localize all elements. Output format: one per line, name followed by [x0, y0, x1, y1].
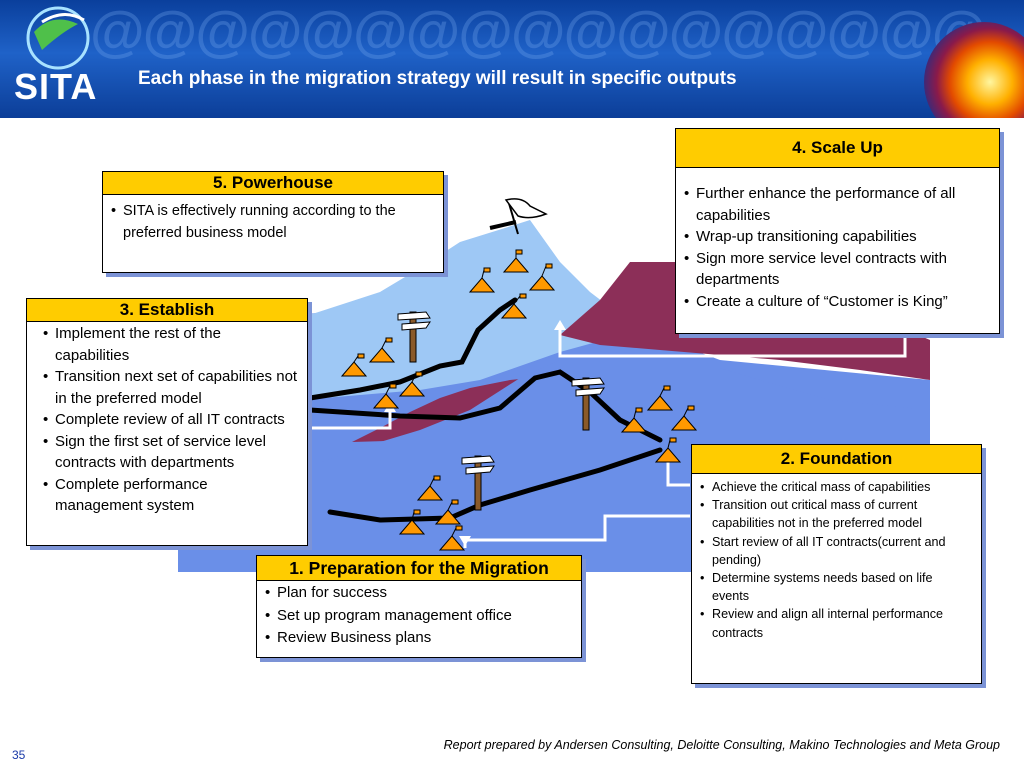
tent-icon [646, 385, 674, 411]
slide-header: @@@@@@@@@@@@@@@@@ SITA Each phase in the… [0, 0, 1024, 118]
phase-title: 5. Powerhouse [103, 172, 443, 195]
phase-box-scale-up: 4. Scale Up Further enhance the performa… [675, 128, 1000, 334]
phase-box-powerhouse: 5. Powerhouse SITA is effectively runnin… [102, 171, 444, 273]
summit-flag-icon [504, 198, 548, 235]
tent-icon [368, 337, 396, 363]
bullet-item: Plan for success [265, 582, 573, 605]
tent-icon [416, 475, 444, 501]
bullet-item: Complete review of all IT contracts [43, 409, 299, 431]
bullet-item: Sign more service level contracts with d… [684, 248, 991, 291]
bullet-item: Review and align all internal performanc… [700, 605, 973, 641]
tent-icon [340, 353, 368, 377]
bullet-item: Start review of all IT contracts(current… [700, 533, 973, 569]
tent-icon [620, 407, 648, 433]
bullet-item: Transition out critical mass of current … [700, 496, 973, 532]
bullet-item: Create a culture of “Customer is King” [684, 291, 991, 313]
report-credit: Report prepared by Andersen Consulting, … [443, 738, 1000, 752]
trail-4 [489, 220, 517, 230]
bullet-item: Determine systems needs based on life ev… [700, 569, 973, 605]
bullet-item: Review Business plans [265, 627, 573, 650]
bullet-item: Implement the rest of the capabilities [43, 323, 299, 366]
trail-2 [307, 369, 663, 443]
tent-icon [500, 293, 528, 319]
signpost-icon [461, 455, 495, 511]
tent-icon [670, 405, 698, 431]
tent-icon [438, 525, 466, 551]
tent-icon [502, 249, 530, 273]
tent-icon [528, 263, 556, 291]
bullet-item: Achieve the critical mass of capabilitie… [700, 478, 973, 496]
tent-icon [372, 383, 400, 409]
phase-title: 4. Scale Up [676, 129, 999, 168]
phase-box-establish: 3. Establish Implement the rest of the c… [26, 298, 308, 546]
bullet-item: Transition next set of capabilities not … [43, 366, 299, 409]
signpost-icon [571, 377, 605, 431]
phase-title: 2. Foundation [692, 445, 981, 474]
ridge-left [352, 378, 530, 442]
phase-title: 3. Establish [27, 299, 307, 322]
page-number: 35 [12, 748, 26, 762]
tents [340, 249, 698, 551]
bullet-item: Set up program management office [265, 605, 573, 628]
phase-bullets: Further enhance the performance of all c… [676, 168, 999, 316]
phase-bullets: Achieve the critical mass of capabilitie… [692, 474, 981, 646]
tent-icon [468, 267, 496, 293]
phase-bullets: SITA is effectively running according to… [103, 195, 443, 248]
logo-globe-icon [26, 6, 90, 70]
tent-icon [654, 437, 682, 463]
phase-bullets: Implement the rest of the capabilities T… [27, 322, 307, 521]
tent-icon [398, 509, 426, 535]
bullet-item: Further enhance the performance of all c… [684, 183, 991, 226]
trail-3 [307, 297, 518, 401]
phase-bullets: Plan for success Set up program manageme… [257, 581, 581, 654]
bullet-item: SITA is effectively running according to… [111, 201, 435, 244]
phase-box-foundation: 2. Foundation Achieve the critical mass … [691, 444, 982, 684]
bullet-item: Wrap-up transitioning capabilities [684, 226, 991, 248]
tent-icon [398, 371, 426, 397]
tent-icon [434, 499, 462, 525]
signpost-icon [397, 311, 431, 363]
bullet-item: Sign the first set of service level cont… [43, 431, 299, 474]
header-pattern: @@@@@@@@@@@@@@@@@ [90, 0, 986, 62]
page-title: Each phase in the migration strategy wil… [138, 68, 737, 89]
phase-title: 1. Preparation for the Migration [257, 556, 581, 581]
logo-wordmark: SITA [14, 66, 98, 107]
phase-box-preparation: 1. Preparation for the Migration Plan fo… [256, 555, 582, 658]
bullet-item: Complete performance management system [43, 474, 299, 517]
